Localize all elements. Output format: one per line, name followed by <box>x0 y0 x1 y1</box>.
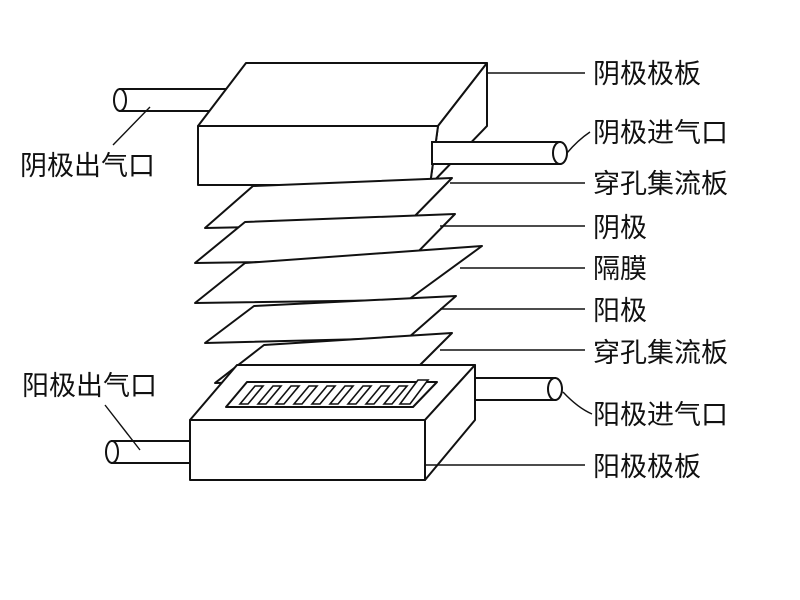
label-anode-inlet: 阳极进气口 <box>593 400 728 431</box>
label-cathode-inlet: 阴极进气口 <box>593 118 728 149</box>
anode-inlet-pipe <box>474 377 563 401</box>
cathode-plate-top-face <box>197 62 488 127</box>
cathode-inlet-pipe <box>431 141 568 165</box>
anode-plate-front-face <box>189 419 426 481</box>
label-cathode-outlet: 阴极出气口 <box>20 151 155 182</box>
label-current-collector-bottom: 穿孔集流板 <box>593 338 728 369</box>
label-cathode: 阴极 <box>593 213 647 244</box>
anode-plate <box>105 364 563 481</box>
flow-channel-ribs <box>238 379 430 405</box>
label-anode: 阳极 <box>593 296 647 327</box>
anode-outlet-pipe <box>105 440 195 464</box>
cathode-plate <box>113 62 568 186</box>
label-current-collector-top: 穿孔集流板 <box>593 169 728 200</box>
label-anode-plate: 阳极极板 <box>593 452 701 483</box>
label-membrane: 隔膜 <box>593 254 647 285</box>
leader-lines <box>104 72 593 466</box>
cathode-plate-front-face <box>197 125 439 186</box>
label-anode-outlet: 阳极出气口 <box>22 371 157 402</box>
label-cathode-plate: 阴极极板 <box>593 59 701 90</box>
